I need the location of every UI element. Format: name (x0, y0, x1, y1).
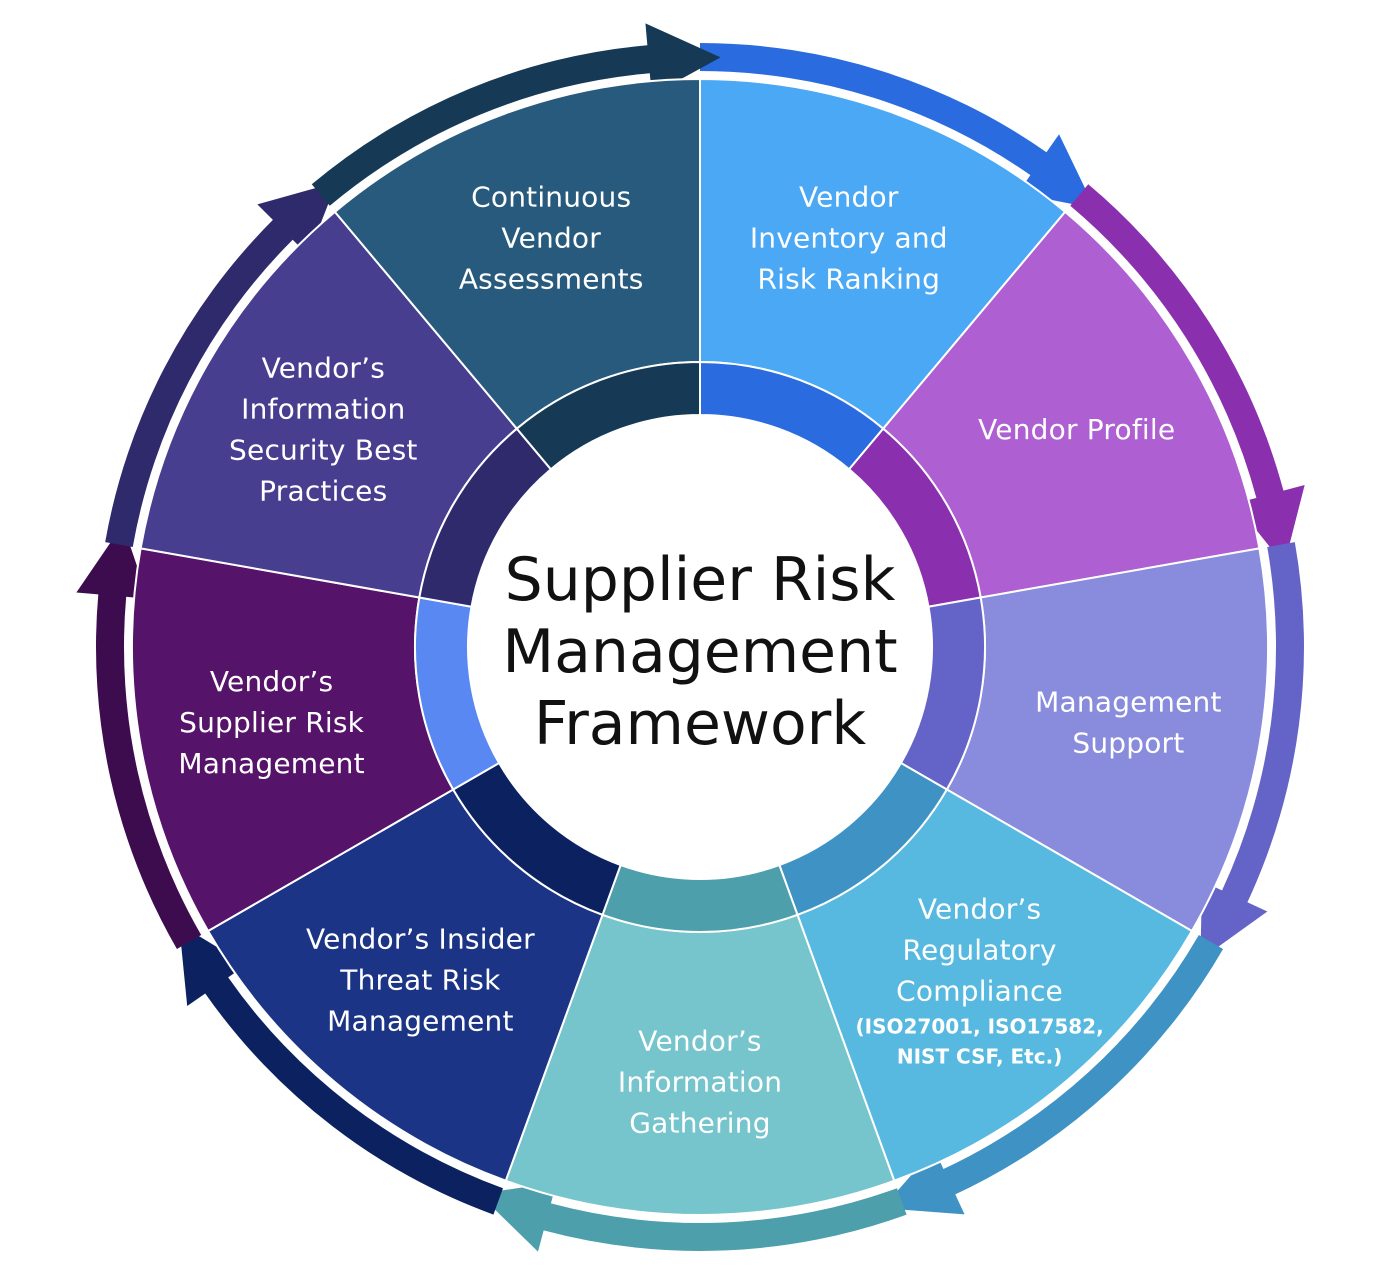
cycle-arrow-inventory (700, 43, 1095, 209)
label-inventory-line-1: Vendor (799, 181, 899, 214)
label-insider-threat-line-3: Management (327, 1005, 513, 1038)
label-regulatory-sub-2: NIST CSF, Etc.) (897, 1045, 1062, 1069)
label-insider-threat-line-2: Threat Risk (339, 964, 501, 997)
label-regulatory-sub-1: (ISO27001, ISO17582, (856, 1015, 1104, 1039)
label-insider-threat-line-1: Vendor’s Insider (306, 923, 535, 956)
label-infosec-line-4: Practices (259, 475, 387, 508)
center-title-line-3: Framework (534, 689, 866, 759)
label-supplier-risk-line-2: Supplier Risk (179, 706, 364, 739)
center-circle (468, 415, 932, 879)
label-regulatory-line-3: Compliance (896, 975, 1063, 1008)
cycle-arrow-regulatory (882, 935, 1224, 1215)
label-profile-line-1: Vendor Profile (978, 413, 1175, 446)
label-supplier-risk-line-3: Management (178, 747, 364, 780)
label-regulatory-line-1: Vendor’s (918, 893, 1041, 926)
cycle-arrow-mgmt-support (1200, 542, 1304, 960)
center-title-line-2: Management (502, 617, 897, 687)
cycle-arrow-info-gathering (478, 1182, 907, 1252)
label-continuous-line-2: Vendor (501, 222, 601, 255)
label-infosec-line-1: Vendor’s (262, 352, 385, 385)
label-infosec-line-2: Information (241, 393, 405, 426)
label-info-gathering-line-3: Gathering (629, 1107, 770, 1140)
label-supplier-risk-line-1: Vendor’s (210, 665, 333, 698)
label-mgmt-support-line-2: Support (1072, 727, 1184, 760)
label-infosec-line-3: Security Best (229, 434, 417, 467)
inner-ring (414, 360, 986, 933)
label-mgmt-support-line-1: Management (1035, 686, 1221, 719)
label-inventory-line-3: Risk Ranking (757, 263, 940, 296)
label-continuous-line-1: Continuous (471, 181, 631, 214)
center-title-line-1: Supplier Risk (505, 545, 896, 615)
cycle-arrow-infosec (105, 182, 337, 547)
label-info-gathering-line-1: Vendor’s (638, 1025, 761, 1058)
label-inventory-line-2: Inventory and (750, 222, 948, 255)
cycle-arrow-continuous (311, 23, 721, 206)
label-continuous-line-3: Assessments (459, 263, 644, 296)
cycle-arrow-insider-threat (179, 923, 503, 1215)
cycle-arrow-profile (1070, 184, 1305, 565)
label-regulatory-line-2: Regulatory (903, 934, 1057, 967)
cycle-arrow-supplier-risk (76, 524, 202, 949)
wheel-segments (131, 77, 1269, 1217)
cycle-arrows (76, 23, 1305, 1252)
label-info-gathering-line-2: Information (618, 1066, 782, 1099)
